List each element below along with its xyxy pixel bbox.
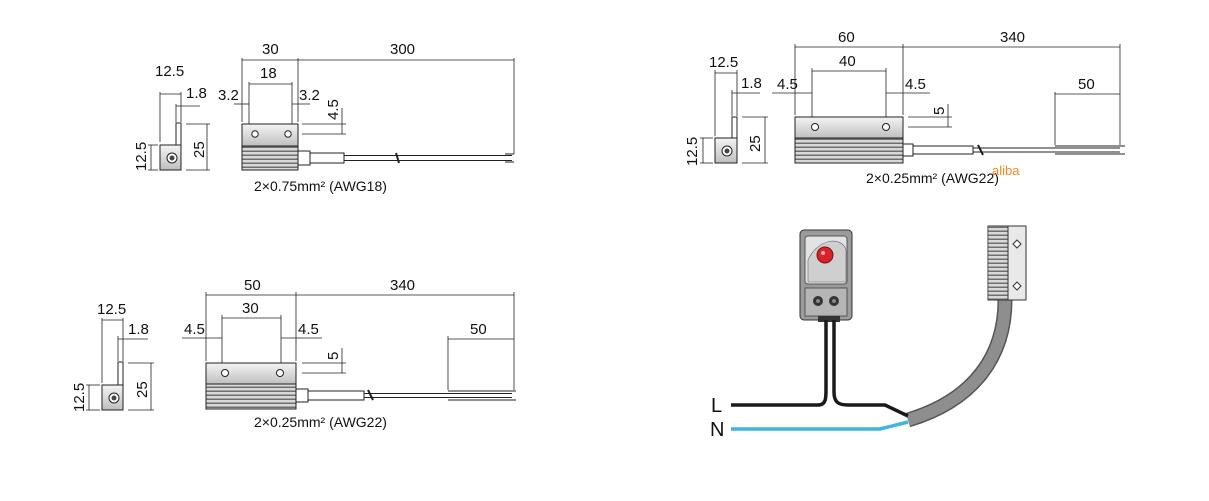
dim-hole-height: 5 [931,107,948,115]
lead-label-l: L [711,395,722,417]
bracket-side-view [700,70,768,164]
dim-edge-right: 3.2 [299,87,320,104]
thermostat [799,229,853,322]
dim-hole-pitch: 40 [839,53,856,70]
heater-dimensions [234,58,515,154]
lead-label-n: N [710,419,724,441]
heater-dimensions [182,292,515,390]
heater-dimensions [772,44,1121,145]
live-wire [731,320,828,407]
thermostat-dial-icon [816,246,834,264]
dim-height: 25 [191,141,208,158]
heater-diagram-2: 12.5 1.8 12.5 25 [684,29,1125,186]
dim-body-width: 30 [262,41,279,58]
dim-bracket-height: 12.5 [684,137,701,166]
neutral-wire [731,420,909,431]
dim-body-width: 60 [838,29,855,46]
dim-bracket-thickness: 1.8 [128,321,149,338]
dim-bracket-height: 12.5 [133,142,150,171]
dim-bracket-thickness: 1.8 [741,75,762,92]
cable-spec-caption: 2×0.25mm² (AWG22) [254,414,387,430]
dim-strip-length: 50 [1078,76,1095,93]
heater-body [794,116,1125,164]
dim-total-length: 340 [1000,29,1025,46]
dim-edge-left: 4.5 [777,76,798,93]
dim-hole-height: 4.5 [325,99,342,120]
heater-body [205,362,516,410]
dim-bracket-width: 12.5 [709,54,738,71]
dim-edge-right: 4.5 [905,76,926,93]
dim-height: 25 [134,381,151,398]
wiring-illustration: L N [710,225,1027,441]
dim-hole-pitch: 18 [260,65,277,82]
dim-bracket-height: 12.5 [71,383,88,412]
dim-hole-height: 5 [325,352,342,360]
dim-total-length: 300 [390,41,415,58]
bracket-side-view [86,318,154,411]
dim-edge-left: 3.2 [218,87,239,104]
heater-body [241,123,514,171]
dim-bracket-thickness: 1.8 [186,85,207,102]
heater-unit [987,225,1027,301]
dim-edge-right: 4.5 [298,321,319,338]
watermark: aliba [992,163,1020,178]
load-wire [832,320,909,418]
dim-body-width: 50 [244,277,261,294]
dim-height: 25 [747,135,764,152]
bracket-side-view [148,92,210,171]
heater-diagram-3: 12.5 1.8 12.5 25 [71,277,516,430]
dim-strip-length: 50 [470,321,487,338]
dim-hole-pitch: 30 [242,300,259,317]
cable-spec-caption: 2×0.25mm² (AWG22) [866,170,999,186]
heater-cable-fill [906,282,1011,426]
dim-bracket-width: 12.5 [155,63,184,80]
cable-spec-caption: 2×0.75mm² (AWG18) [254,178,387,194]
dim-edge-left: 4.5 [184,321,205,338]
dim-bracket-width: 12.5 [97,301,126,318]
heater-diagram-1: 12.5 1.8 12.5 25 [133,41,515,194]
dim-total-length: 340 [390,277,415,294]
